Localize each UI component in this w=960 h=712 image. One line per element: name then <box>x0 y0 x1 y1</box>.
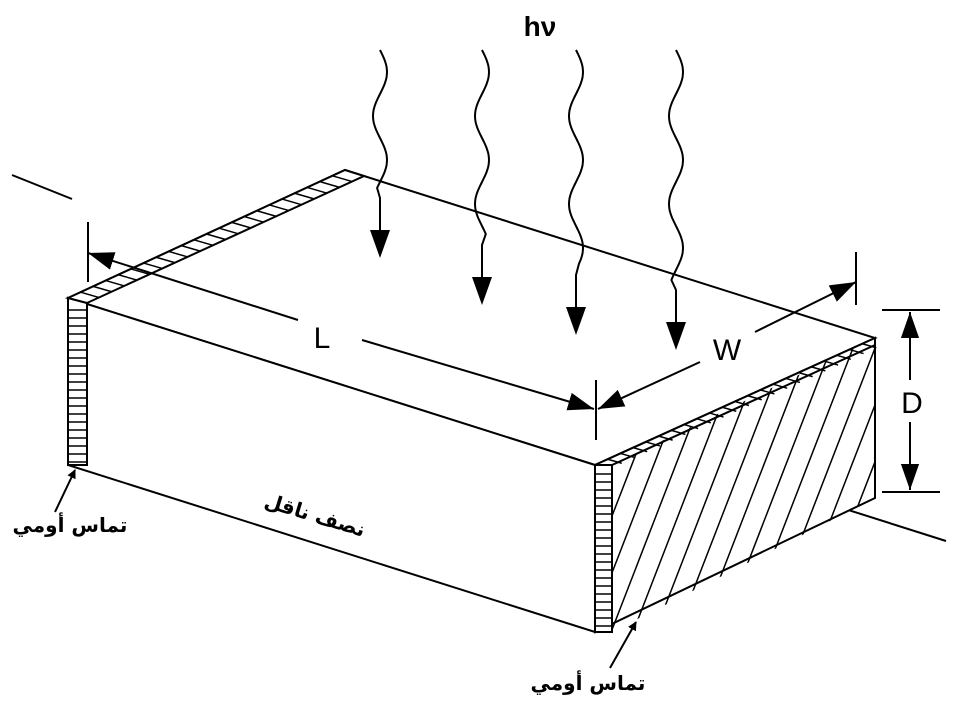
incident-light-rays <box>370 49 686 350</box>
dimension-width <box>597 252 857 410</box>
photon-energy-label: hν <box>524 11 557 42</box>
depth-label: D <box>901 387 923 420</box>
light-ray-arrow <box>666 49 686 350</box>
light-ray-arrow <box>472 49 492 305</box>
length-label: L <box>314 322 331 355</box>
contact-right-leader <box>609 621 637 669</box>
light-ray-arrow <box>566 49 586 335</box>
ohmic-contact-left-label: تماس أومي <box>13 511 128 538</box>
ohmic-contact-right <box>594 336 877 633</box>
contact-left-leader <box>54 469 76 513</box>
dimension-depth <box>882 309 940 493</box>
dimension-length <box>87 222 597 440</box>
axis-line-back <box>11 174 73 200</box>
ohmic-contact-right-label: تماس أومي <box>531 669 646 696</box>
light-ray-arrow <box>370 49 390 258</box>
width-label: W <box>713 334 742 367</box>
